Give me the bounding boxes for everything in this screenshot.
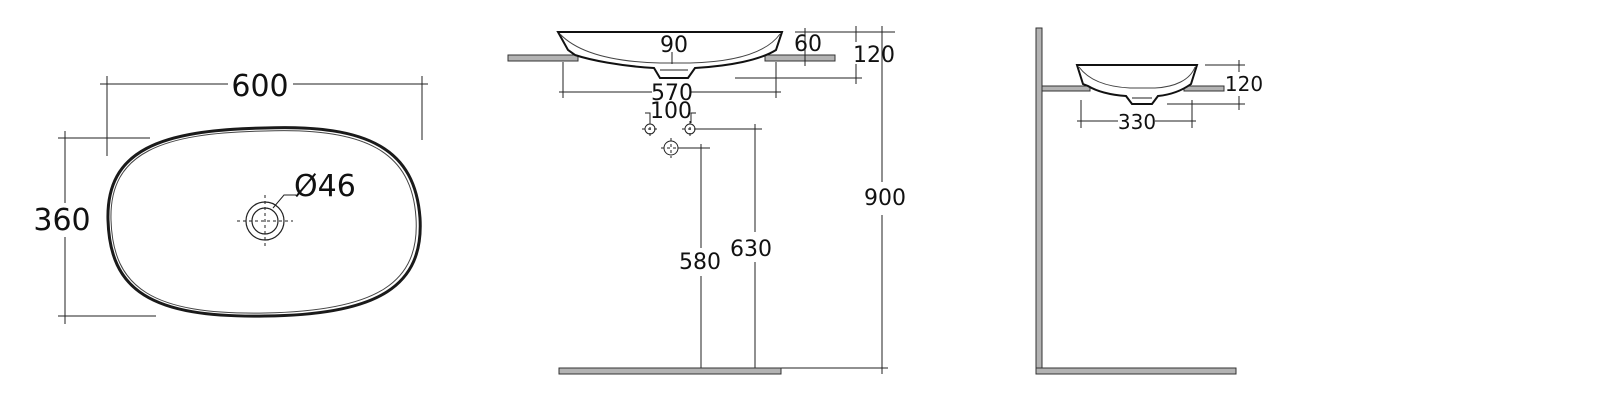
basin-side-profile (1075, 64, 1199, 105)
tap-hole-right-icon (682, 121, 698, 137)
side-dim-depth-330: 330 (1118, 110, 1156, 134)
dim-supply-630: 630 (730, 237, 772, 262)
dim-depth-360: 360 (33, 203, 90, 238)
side-view: 120 330 (1035, 27, 1263, 375)
waste-hole-icon (237, 195, 293, 249)
dim-counter-900: 900 (864, 186, 906, 211)
side-countertop-right (1183, 85, 1225, 92)
dim-overhang-60: 60 (794, 32, 822, 57)
dim-tap-spacing-100: 100 (650, 99, 692, 124)
basin-top-outline (106, 126, 422, 318)
top-view: 600 360 Ø46 (33, 69, 428, 324)
basin-front-profile (556, 31, 784, 79)
dim-height-120: 120 (853, 43, 895, 68)
dim-width-600: 600 (231, 69, 288, 104)
front-view: 90 60 120 570 100 (507, 26, 906, 375)
dim-waste-diameter: Ø46 (294, 169, 356, 204)
side-dim-height-120: 120 (1225, 72, 1263, 96)
floor-slab-side (1035, 367, 1237, 375)
floor-slab (558, 367, 782, 375)
dim-bowl-90: 90 (660, 33, 688, 58)
tap-hole-left-icon (642, 121, 658, 137)
countertop-left (507, 54, 579, 62)
dim-width-570: 570 (651, 81, 693, 106)
side-countertop-left (1041, 85, 1091, 92)
countertop-right (764, 54, 836, 62)
wall-slab (1035, 27, 1043, 375)
dim-waste-580: 580 (679, 250, 721, 275)
